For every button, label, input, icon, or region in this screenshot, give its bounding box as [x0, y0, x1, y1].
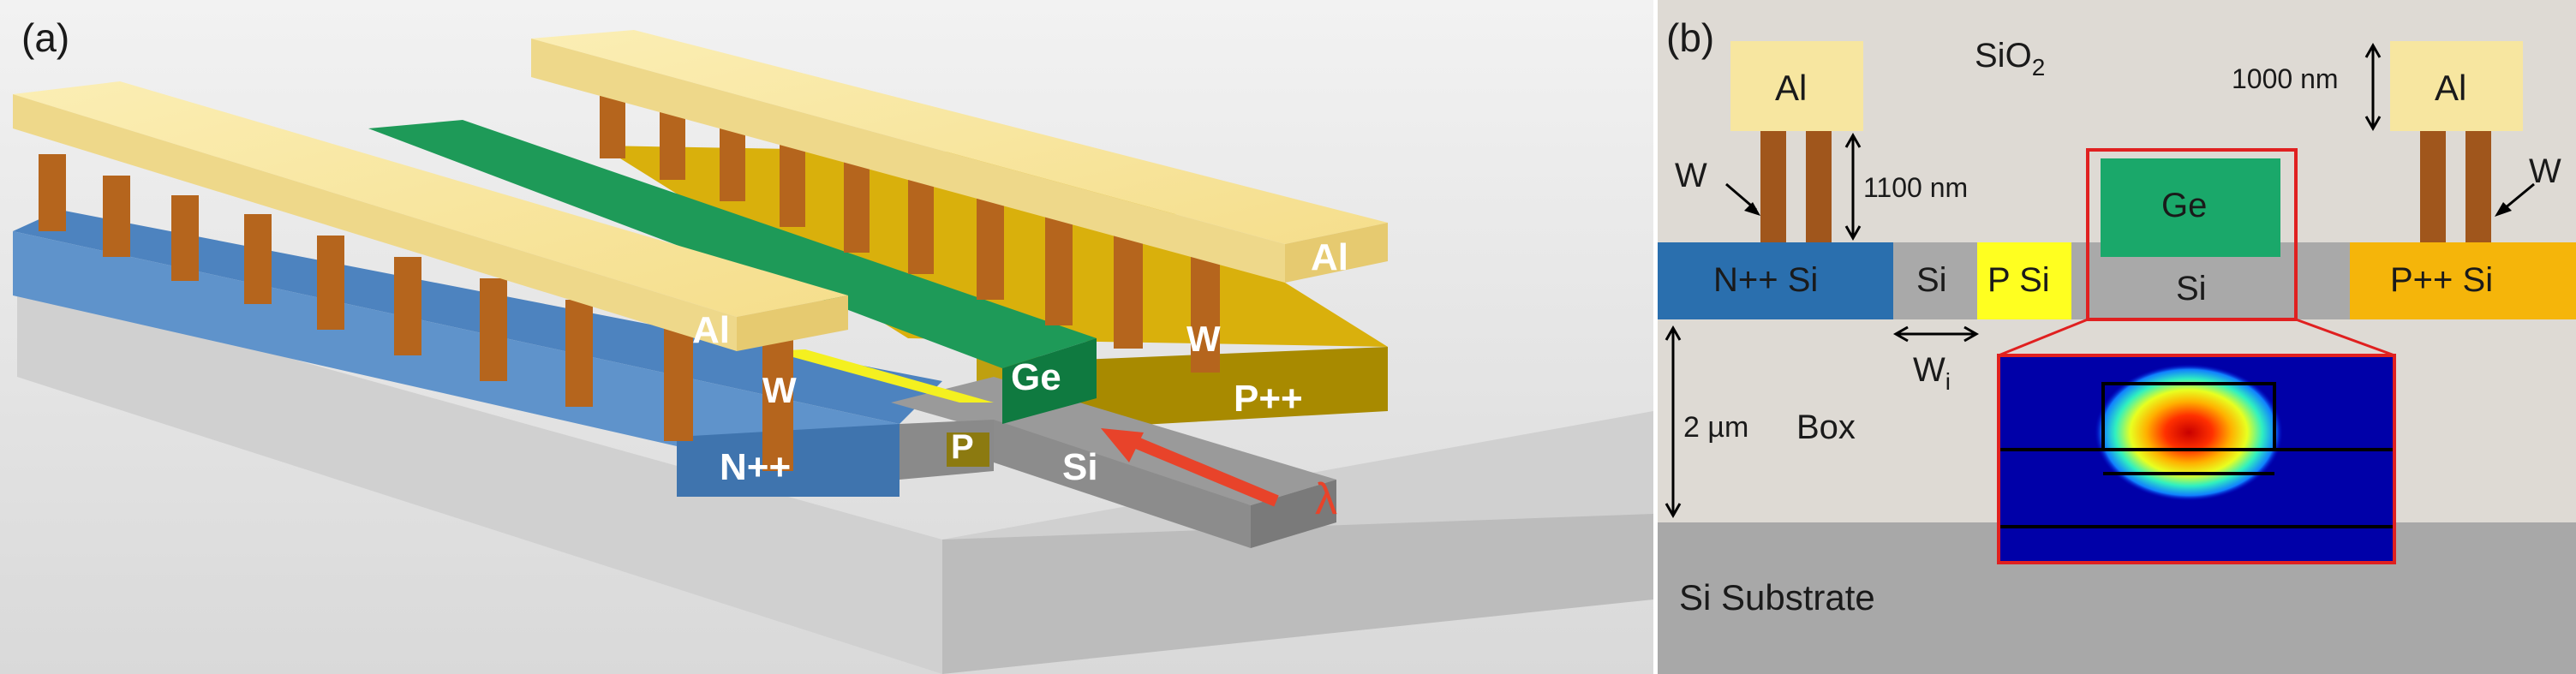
- mode-profile-inset: [1997, 354, 2396, 564]
- label-box: Box: [1796, 409, 1856, 446]
- label-al-right-b: Al: [2435, 68, 2466, 108]
- label-intrinsic-si: Si: [1916, 261, 1947, 299]
- label-p-si: P Si: [1987, 261, 2050, 299]
- zoom-line-left: [1998, 318, 2089, 357]
- w-via-left-1: [1760, 131, 1786, 242]
- light-arrow-shaft: [1120, 431, 1279, 507]
- highlight-box: [2086, 148, 2298, 321]
- label-lambda: λ: [1315, 474, 1337, 524]
- w-pointer-left-head: [1744, 202, 1760, 216]
- label-dim-1100: 1100 nm: [1863, 172, 1968, 203]
- label-p-plus-plus: P++: [1234, 378, 1303, 420]
- p-plus-plus-si-region: [2350, 242, 2576, 319]
- label-si-substrate: Si Substrate: [1679, 577, 1875, 617]
- ge-absorber: [2101, 158, 2280, 257]
- w-posts-right: [600, 81, 1220, 373]
- label-dim-2um: 2 µm: [1683, 411, 1748, 444]
- w-pointer-right-head: [2495, 202, 2512, 217]
- light-arrow-head: [1101, 428, 1144, 462]
- panel-a: (a) Al Al W W Ge N++ P P++ Si λ: [0, 0, 1653, 674]
- w-via-right-1: [2420, 131, 2446, 242]
- al-bar-right: [531, 30, 1388, 283]
- substrate-front: [942, 514, 1653, 674]
- panel-a-label: (a): [21, 15, 69, 60]
- w-posts-left: [39, 154, 793, 471]
- label-w-right-b: W: [2529, 152, 2561, 190]
- al-pad-left: [1730, 41, 1863, 131]
- label-p: P: [951, 428, 974, 466]
- label-si: Si: [1062, 446, 1098, 488]
- w-via-left-2: [1806, 131, 1832, 242]
- al-pad-right: [2390, 41, 2523, 131]
- label-ge-b: Ge: [2161, 187, 2207, 224]
- panel-b: (b) SiO2 Al Al W W 1100 nm 1000 nm N++ S…: [1658, 0, 2576, 674]
- w-via-right-2: [2465, 131, 2491, 242]
- label-al-right: Al: [1311, 236, 1348, 278]
- label-sio2: SiO2: [1975, 37, 2045, 81]
- panel-b-label: (b): [1666, 15, 1714, 60]
- p-strip-front: [947, 432, 989, 467]
- label-n-plus-plus-si: N++ Si: [1713, 261, 1818, 299]
- label-wi: Wi: [1913, 351, 1951, 395]
- label-w-left: W: [762, 370, 797, 410]
- label-al-left-b: Al: [1775, 68, 1807, 108]
- label-si-core: Si: [2176, 270, 2207, 307]
- p-strip-top: [771, 349, 994, 403]
- label-p-plus-plus-si: P++ Si: [2390, 261, 2493, 299]
- label-ge: Ge: [1011, 356, 1061, 398]
- p-si-region: [1977, 242, 2071, 319]
- zoom-line-right: [2295, 318, 2395, 357]
- label-w-left-b: W: [1675, 157, 1707, 194]
- label-n-plus-plus: N++: [720, 446, 791, 488]
- dimension-arrows: [1665, 42, 2535, 519]
- ge-bar: [368, 120, 1097, 424]
- n-plus-plus-si-region: [1658, 242, 1893, 319]
- al-bar-left: [13, 81, 848, 351]
- intrinsic-si-region: [1893, 242, 1977, 319]
- label-dim-1000: 1000 nm: [2232, 63, 2339, 94]
- label-al-left: Al: [692, 309, 730, 351]
- label-w-right: W: [1186, 319, 1221, 359]
